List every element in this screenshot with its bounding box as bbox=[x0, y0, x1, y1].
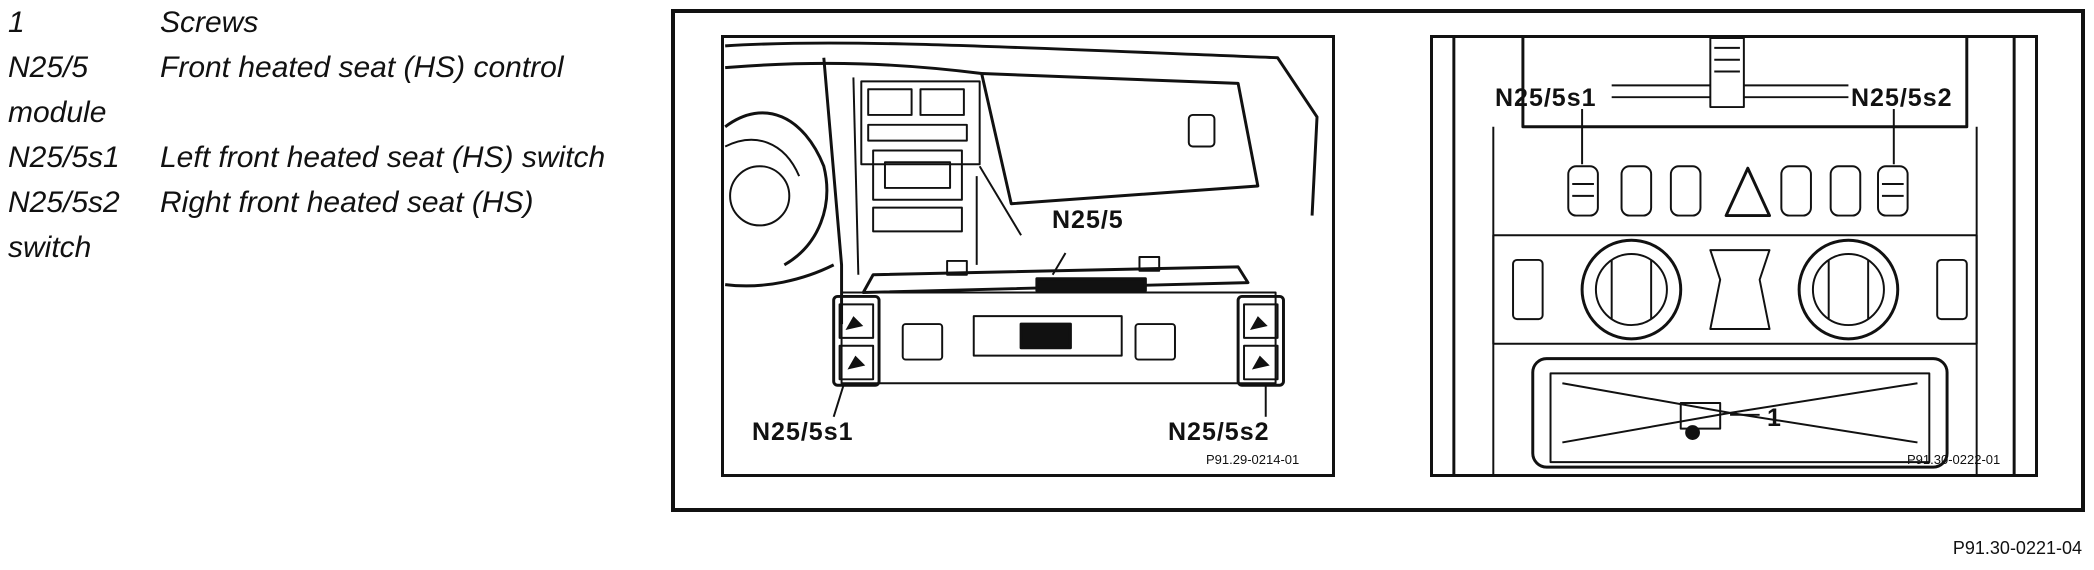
label-screws: 1 bbox=[1767, 404, 1782, 432]
legend-key: 1 bbox=[8, 6, 25, 39]
legend-row-screws: 1 Screws bbox=[8, 0, 668, 45]
figure-frame bbox=[671, 9, 2085, 512]
legend-key: N25/5s2 bbox=[8, 186, 120, 219]
legend-text: Left front heated seat (HS) switch bbox=[160, 141, 606, 174]
console-illustration bbox=[1452, 38, 2016, 474]
left-diagram-panel: N25/5 N25/5s1 N25/5s2 P91.29-0214-01 bbox=[721, 35, 1335, 477]
legend-text-continued: switch bbox=[8, 231, 92, 264]
legend-row-left-switch: N25/5s1 Left front heated seat (HS) swit… bbox=[8, 135, 668, 180]
legend-text: Right front heated seat (HS) bbox=[160, 186, 534, 219]
legend-text-continued: module bbox=[8, 96, 107, 129]
legend-text: Screws bbox=[160, 6, 259, 39]
label-right-switch: N25/5s2 bbox=[1851, 84, 1953, 112]
label-left-switch: N25/5s1 bbox=[1495, 84, 1597, 112]
figure-reference: P91.30-0221-04 bbox=[1952, 538, 2082, 558]
panel-reference: P91.29-0214-01 bbox=[1206, 452, 1300, 467]
legend-text: Front heated seat (HS) control bbox=[160, 51, 564, 84]
legend-key: N25/5s1 bbox=[8, 141, 120, 174]
right-diagram-panel: N25/5s1 N25/5s2 1 P91.30-0222-01 bbox=[1430, 35, 2038, 477]
label-left-switch: N25/5s1 bbox=[752, 418, 854, 446]
label-right-switch: N25/5s2 bbox=[1168, 418, 1270, 446]
dashboard-illustration bbox=[724, 41, 1319, 418]
legend: 1 Screws N25/5 Front heated seat (HS) co… bbox=[8, 0, 668, 270]
legend-row-control-module: N25/5 Front heated seat (HS) control bbox=[8, 45, 668, 90]
legend-row-right-switch: N25/5s2 Right front heated seat (HS) bbox=[8, 180, 668, 225]
label-control-module: N25/5 bbox=[1052, 206, 1124, 234]
panel-reference: P91.30-0222-01 bbox=[1907, 452, 2001, 467]
legend-key: N25/5 bbox=[8, 51, 89, 84]
